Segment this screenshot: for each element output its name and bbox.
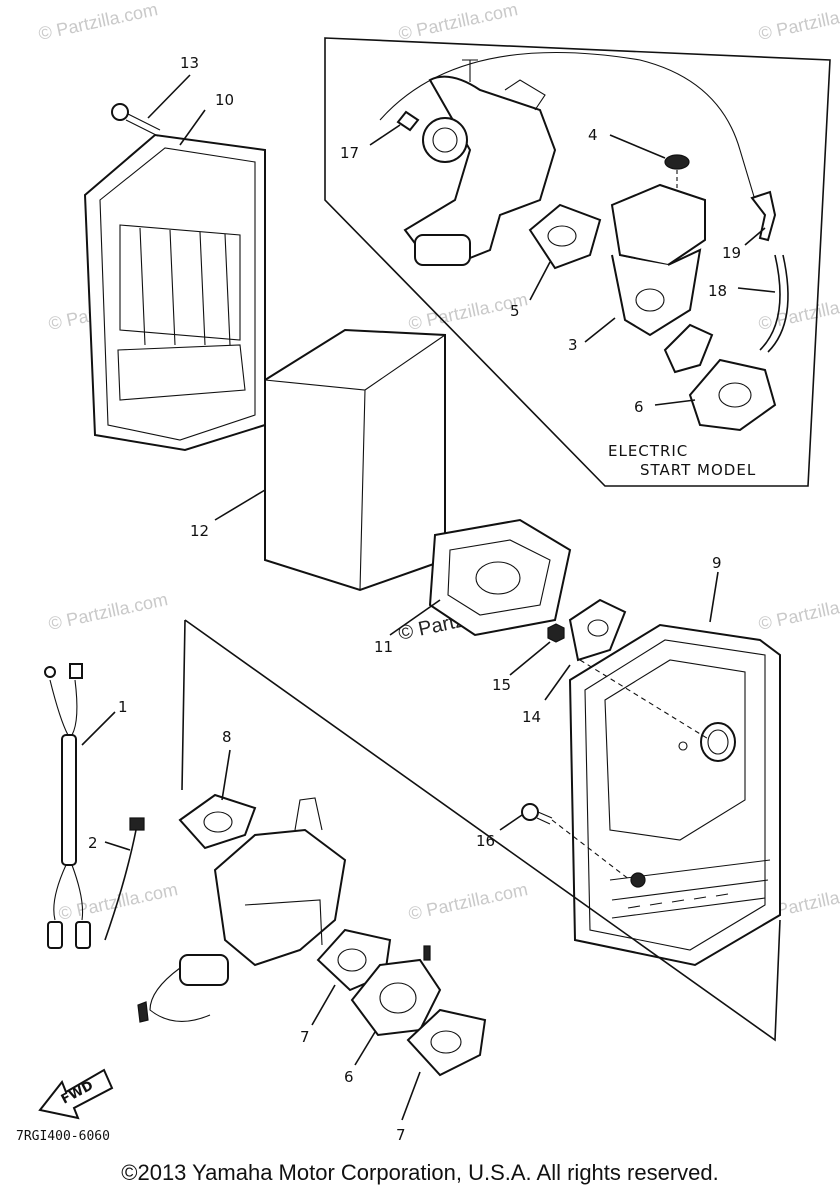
callout-7-top: 7 bbox=[300, 1028, 310, 1046]
parts-diagram: © Partzilla.com © Partzilla.com © Partzi… bbox=[16, 0, 840, 1144]
callout-3: 3 bbox=[568, 336, 578, 354]
part-1-lead: 1 bbox=[44, 663, 128, 949]
callout-10: 10 bbox=[215, 91, 234, 109]
part-7-gasket-b: 7 bbox=[396, 1008, 487, 1144]
part-9-case: 9 bbox=[568, 554, 781, 967]
watermark: © Partzilla.com bbox=[757, 0, 840, 44]
diagram-code: 7RGI400-6060 bbox=[16, 1129, 110, 1144]
part-16-bolt: 16 bbox=[476, 803, 631, 881]
part-19-joint: 19 bbox=[722, 190, 777, 262]
part-17-hose: 17 bbox=[340, 110, 420, 162]
part-4-grommet: 4 bbox=[588, 126, 690, 190]
callout-14: 14 bbox=[522, 708, 541, 726]
watermark: © Partzilla.com bbox=[757, 589, 840, 634]
watermark: © Partzilla.com bbox=[397, 0, 520, 44]
part-13-screw: 13 bbox=[111, 54, 199, 137]
watermark: © Partzilla.com bbox=[47, 589, 170, 634]
lower-carburetor bbox=[137, 797, 347, 1023]
inset-frame bbox=[324, 37, 831, 487]
part-15-nut: 15 bbox=[492, 623, 565, 694]
watermark: © Partzilla.com bbox=[757, 289, 840, 334]
part-10-case: 10 bbox=[83, 91, 266, 452]
lower-group-frame bbox=[181, 619, 781, 1042]
callout-19: 19 bbox=[722, 244, 741, 262]
callout-17: 17 bbox=[340, 144, 359, 162]
callout-7-bottom: 7 bbox=[396, 1126, 406, 1144]
part-6-inset-joint: 6 bbox=[634, 323, 777, 432]
inset-carburetor bbox=[379, 52, 756, 266]
part-14-gasket: 14 bbox=[522, 598, 711, 741]
callout-8: 8 bbox=[222, 728, 232, 746]
callout-6: 6 bbox=[344, 1068, 354, 1086]
watermark: © Partzilla.com bbox=[407, 879, 530, 924]
watermark: © Partzilla.com bbox=[37, 0, 160, 44]
callout-1: 1 bbox=[118, 698, 128, 716]
copyright-notice: ©2013 Yamaha Motor Corporation, U.S.A. A… bbox=[121, 1160, 719, 1185]
part-3-bracket: 3 bbox=[568, 183, 706, 354]
part-18-hose: 18 bbox=[708, 254, 789, 353]
part-11-screen: 11 bbox=[374, 518, 572, 656]
part-5-gasket: 5 bbox=[510, 203, 602, 320]
callout-2: 2 bbox=[88, 834, 98, 852]
part-6-joint: 6 bbox=[344, 945, 442, 1086]
fwd-arrow: FWD bbox=[38, 1068, 114, 1120]
callout-18: 18 bbox=[708, 282, 727, 300]
inset-caption-line2: START MODEL bbox=[640, 461, 756, 479]
part-8-gasket: 8 bbox=[178, 728, 257, 850]
callout-11: 11 bbox=[374, 638, 393, 656]
electric-start-inset: ELECTRIC START MODEL bbox=[324, 37, 831, 487]
callout-15: 15 bbox=[492, 676, 511, 694]
callout-13: 13 bbox=[180, 54, 199, 72]
callout-9: 9 bbox=[712, 554, 722, 572]
callout-12: 12 bbox=[190, 522, 209, 540]
callout-6-inset: 6 bbox=[634, 398, 644, 416]
part-2-plug: 2 bbox=[88, 817, 145, 941]
callout-4: 4 bbox=[588, 126, 598, 144]
inset-caption-line1: ELECTRIC bbox=[608, 442, 688, 460]
callout-5: 5 bbox=[510, 302, 520, 320]
